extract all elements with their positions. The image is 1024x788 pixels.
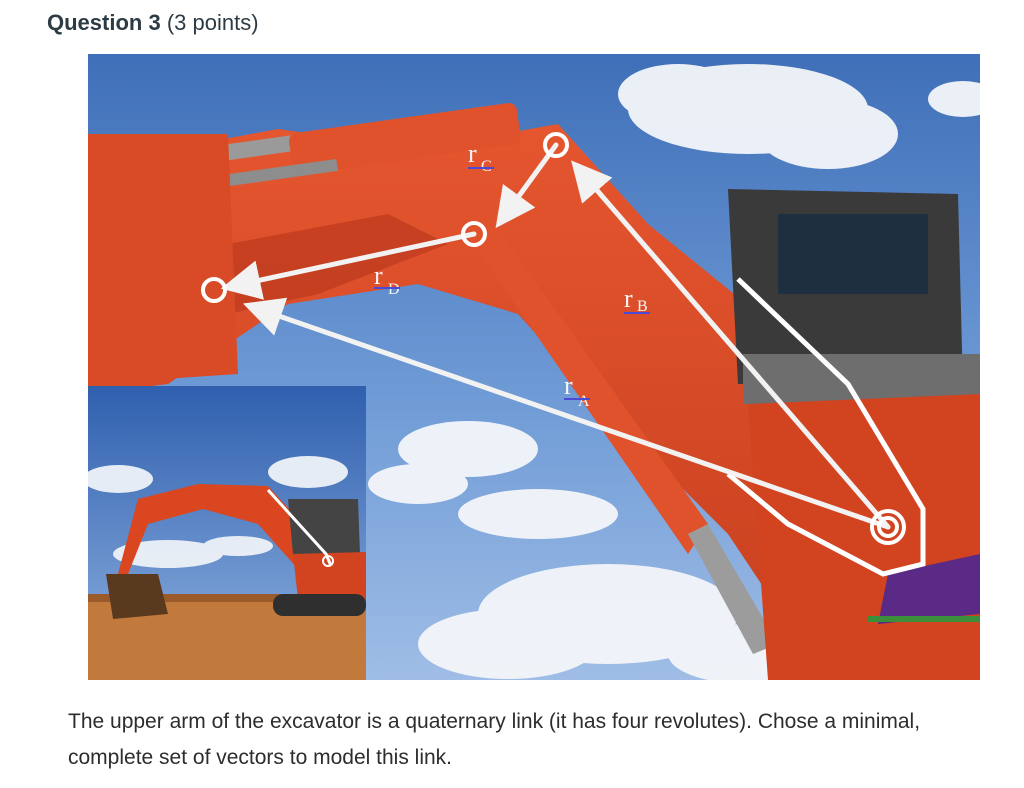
vector-rD xyxy=(220,231,477,300)
vector-labels: r C r D r B r A xyxy=(374,139,648,410)
label-rA-sub: A xyxy=(578,393,590,410)
label-underlines xyxy=(374,167,650,400)
excavator-figure: r C r D r B r A xyxy=(88,54,980,680)
label-rB-sub: B xyxy=(637,298,648,315)
vector-rA xyxy=(242,297,891,530)
machinery-house xyxy=(748,394,980,680)
label-rC-sub: C xyxy=(481,158,492,175)
question-body: The upper arm of the excavator is a quat… xyxy=(68,710,921,769)
inset-photo xyxy=(88,386,366,680)
revolute-joint-mid xyxy=(461,221,487,247)
boom-cylinder xyxy=(463,222,708,554)
house-stripe xyxy=(878,554,980,624)
cab-window xyxy=(778,214,928,294)
question-title: Question 3 xyxy=(47,10,161,35)
question-header: Question 3 (3 points) xyxy=(47,8,259,38)
revolute-joint-left xyxy=(201,277,227,303)
cab-railing xyxy=(743,354,980,404)
vector-arrows xyxy=(220,142,891,530)
hydraulic-cylinder xyxy=(289,103,521,175)
boom-cylinder-rod xyxy=(688,524,778,654)
vector-rB xyxy=(571,160,891,530)
label-rC-r: r xyxy=(468,139,477,168)
label-rD-r: r xyxy=(374,261,383,290)
vector-rC xyxy=(495,142,559,229)
house-stripe-green xyxy=(868,616,980,622)
revolute-joint-base xyxy=(870,509,906,545)
label-rD-sub: D xyxy=(388,281,400,298)
excavator-photo: r C r D r B r A xyxy=(88,54,980,680)
label-rA-r: r xyxy=(564,371,573,400)
revolute-joint-top xyxy=(543,132,569,158)
revolute-joints xyxy=(201,132,906,545)
clouds xyxy=(368,64,980,680)
stick-arm xyxy=(88,134,238,384)
revolute-joint-base-inner xyxy=(877,516,899,538)
question-points: (3 points) xyxy=(166,10,259,35)
label-rB-r: r xyxy=(624,284,633,313)
pin-outline xyxy=(726,277,926,577)
